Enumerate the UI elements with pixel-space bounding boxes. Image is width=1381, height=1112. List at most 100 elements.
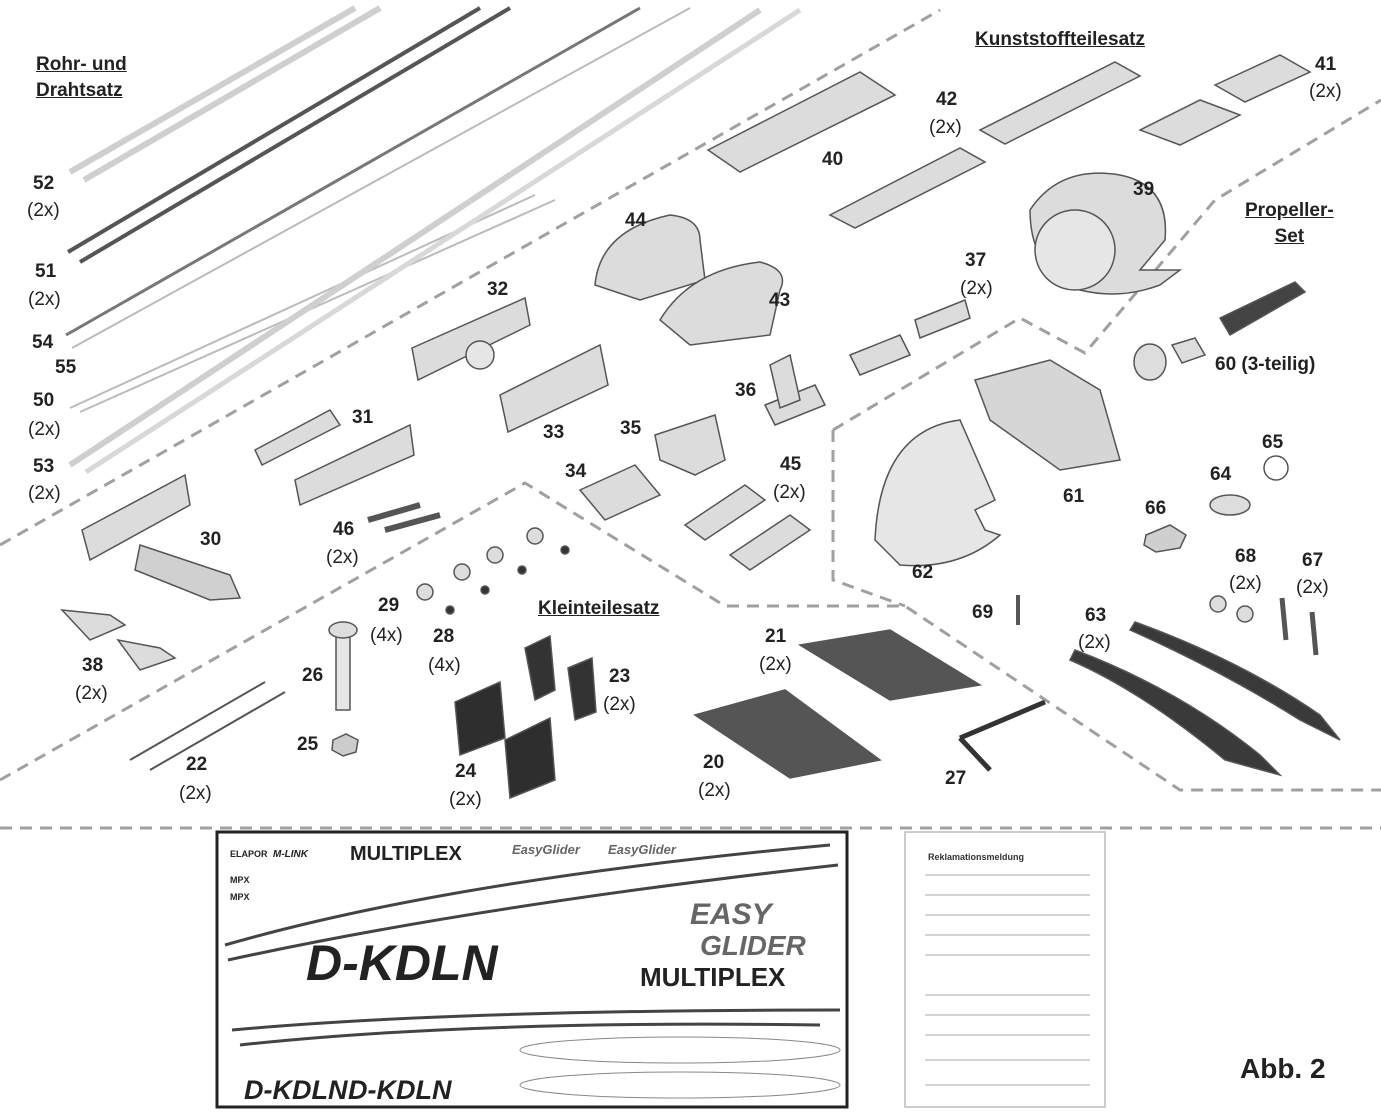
part-42-strip-a bbox=[828, 147, 987, 229]
part-29-c bbox=[486, 546, 504, 564]
part-33 bbox=[499, 343, 609, 434]
part-label-65: 65 bbox=[1262, 432, 1284, 453]
part-62-spinner bbox=[874, 419, 1002, 567]
part-label-38: 38 bbox=[82, 655, 104, 676]
propeller-parts bbox=[874, 281, 1341, 777]
part-34 bbox=[578, 464, 662, 521]
part-22-rod-a bbox=[129, 681, 266, 761]
part-qty-37: (2x) bbox=[960, 278, 993, 299]
part-60-ring bbox=[1133, 343, 1167, 381]
part-60-nut bbox=[1170, 337, 1207, 364]
part-64-washer bbox=[1209, 494, 1251, 516]
figure-label: Abb. 2 bbox=[1240, 1053, 1326, 1084]
part-40-plate bbox=[706, 71, 897, 173]
wire-50b bbox=[79, 199, 556, 413]
part-label-20: 20 bbox=[703, 752, 725, 773]
decal-multiplex-top: MULTIPLEX bbox=[350, 843, 462, 865]
decal-easy-word: EASY bbox=[690, 898, 772, 931]
part-22-rod-b bbox=[149, 691, 286, 771]
part-41-hinge-a bbox=[1138, 99, 1242, 146]
part-label-40: 40 bbox=[822, 149, 844, 170]
part-label-23: 23 bbox=[609, 666, 631, 687]
decal-sheet-frame bbox=[215, 830, 849, 1109]
part-qty-29: (4x) bbox=[370, 625, 403, 646]
rod-52b bbox=[82, 5, 382, 183]
part-60-collet bbox=[1218, 281, 1307, 337]
decal-registration-large: D-KDLN bbox=[306, 935, 498, 991]
part-qty-20: (2x) bbox=[698, 780, 731, 801]
part-29-d bbox=[526, 527, 544, 545]
part-label-63: 63 bbox=[1085, 605, 1107, 626]
decal-swooshes bbox=[224, 843, 841, 1047]
wire-54 bbox=[65, 6, 641, 337]
part-67-screw-b bbox=[1309, 611, 1319, 656]
part-42-strip-b bbox=[978, 61, 1142, 145]
part-label-36: 36 bbox=[735, 380, 757, 401]
complaint-form-lines bbox=[925, 874, 1090, 1086]
part-24-a bbox=[454, 680, 506, 757]
part-label-27: 27 bbox=[945, 768, 967, 789]
group-title-rohr-drahtsatz: Rohr- und Drahtsatz bbox=[36, 54, 127, 101]
part-45-a bbox=[683, 484, 767, 541]
part-label-31: 31 bbox=[352, 407, 374, 428]
decal-registration-small-b: D-KDLN bbox=[348, 1075, 452, 1105]
part-61-hub bbox=[974, 359, 1121, 471]
decal-glider-word: GLIDER bbox=[700, 930, 806, 961]
part-qty-23: (2x) bbox=[603, 694, 636, 715]
part-label-54: 54 bbox=[32, 332, 54, 353]
decal-mpx-a: MPX bbox=[230, 875, 250, 885]
part-30-tube bbox=[134, 544, 242, 601]
decal-elapor-logo: ELAPOR bbox=[230, 849, 268, 859]
part-label-43: 43 bbox=[769, 290, 791, 311]
complaint-form-frame bbox=[904, 831, 1106, 1108]
part-43-canopy bbox=[659, 261, 784, 346]
group-title-kleinteilesatz: Kleinteilesatz bbox=[538, 598, 660, 619]
decal-easyglider-b: EasyGlider bbox=[608, 842, 676, 857]
part-38-clip-a bbox=[60, 609, 127, 641]
decal-oval-b bbox=[519, 1071, 841, 1099]
part-65-lockwasher bbox=[1263, 455, 1289, 481]
rods-group bbox=[65, 5, 802, 475]
part-qty-46: (2x) bbox=[326, 547, 359, 568]
part-label-42: 42 bbox=[936, 89, 958, 110]
rod-51a bbox=[66, 6, 482, 254]
part-qty-52: (2x) bbox=[27, 200, 60, 221]
part-41-hinge-b bbox=[1213, 54, 1312, 103]
part-26-head bbox=[328, 621, 358, 639]
decal-mpx-b: MPX bbox=[230, 892, 250, 902]
part-label-28: 28 bbox=[433, 626, 455, 647]
part-20-sheet bbox=[693, 689, 882, 779]
part-label-69: 69 bbox=[972, 602, 994, 623]
decal-multiplex-large: MULTIPLEX bbox=[640, 962, 786, 992]
part-25-nut bbox=[331, 733, 359, 757]
decal-mlink-logo: M-LINK bbox=[273, 849, 308, 860]
section-dividers bbox=[0, 8, 1381, 830]
part-32-tube bbox=[465, 340, 495, 370]
part-28-b bbox=[480, 585, 490, 595]
part-qty-45: (2x) bbox=[773, 482, 806, 503]
part-label-41: 41 bbox=[1315, 54, 1337, 75]
part-38-clip-b bbox=[116, 638, 177, 671]
part-qty-50: (2x) bbox=[28, 419, 61, 440]
part-23-a bbox=[524, 634, 556, 702]
wire-55 bbox=[71, 7, 691, 349]
part-68-nut-a bbox=[1209, 595, 1227, 613]
part-28-d bbox=[560, 545, 570, 555]
part-qty-24: (2x) bbox=[449, 789, 482, 810]
part-label-53: 53 bbox=[33, 456, 55, 477]
part-28-a bbox=[445, 605, 455, 615]
rod-52a bbox=[68, 5, 357, 175]
part-label-34: 34 bbox=[565, 461, 587, 482]
part-label-50: 50 bbox=[33, 390, 55, 411]
part-45-b bbox=[728, 514, 812, 571]
small-parts bbox=[129, 527, 1046, 800]
part-63-blade-a bbox=[1068, 649, 1283, 777]
part-23-b bbox=[567, 656, 597, 722]
part-68-nut-b bbox=[1236, 605, 1254, 623]
part-28-c bbox=[517, 565, 527, 575]
part-label-62: 62 bbox=[912, 562, 934, 583]
part-label-55: 55 bbox=[55, 357, 77, 378]
part-label-60: 60 (3-teilig) bbox=[1215, 354, 1316, 375]
